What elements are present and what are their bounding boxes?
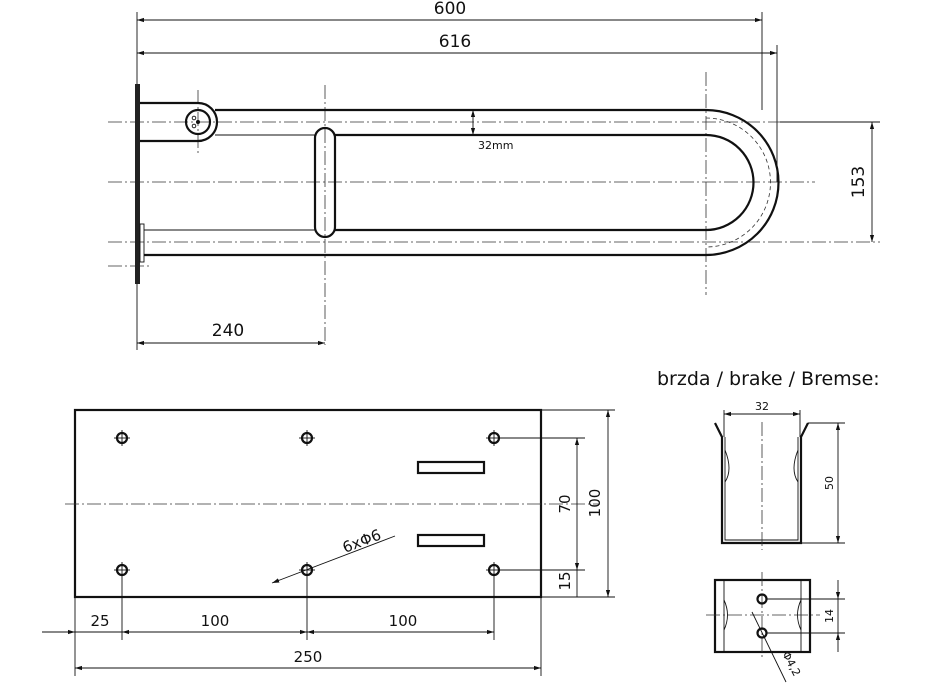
brake-hole-lower [756,627,768,639]
dimension-240-label: 240 [212,321,244,341]
brake-dimension-32-label: 32 [755,400,769,413]
dimension-70-label: 70 [556,494,574,513]
tube-outer [144,108,780,257]
dimension-100-vertical-label: 100 [586,489,604,518]
tube-inner [335,133,755,232]
mounting-plate [73,408,543,599]
brake-hole-upper [756,593,768,605]
hinge-pin [184,108,212,136]
brake-detail: brzda / brake / Bremse: 32 50 14 Φ4,2 [657,368,880,683]
slot-lower [416,533,486,548]
brake-clip-front [714,422,809,545]
brake-hole-leader [751,611,787,683]
holes-label: 6xΦ6 [340,526,384,557]
wall-plate [135,84,140,284]
dimension-100-a-label: 100 [201,612,230,630]
dimension-100-b-label: 100 [389,612,418,630]
dimension-250-label: 250 [294,648,323,666]
brake-dimension-14-label: 14 [823,609,836,623]
hinge-bracket [140,101,219,143]
brake-clip-top [713,578,812,654]
dimension-15-label: 15 [556,571,574,590]
grip [313,126,337,239]
grab-bar-top-view: 600 616 32mm 153 [108,0,880,350]
mounting-plate-view: 6xΦ6 100 70 15 25 100 100 250 [42,408,615,676]
slot-upper [416,460,486,475]
brake-title: brzda / brake / Bremse: [657,368,880,390]
dimension-25-label: 25 [90,612,109,630]
dimension-616-label: 616 [439,32,471,52]
dimension-32mm-label: 32mm [478,139,513,152]
brake-hole-label: Φ4,2 [779,649,803,678]
dimension-153-label: 153 [849,166,869,198]
brake-dimension-50-label: 50 [823,476,836,490]
holes-leader [271,535,396,584]
dimension-600-label: 600 [434,0,466,19]
